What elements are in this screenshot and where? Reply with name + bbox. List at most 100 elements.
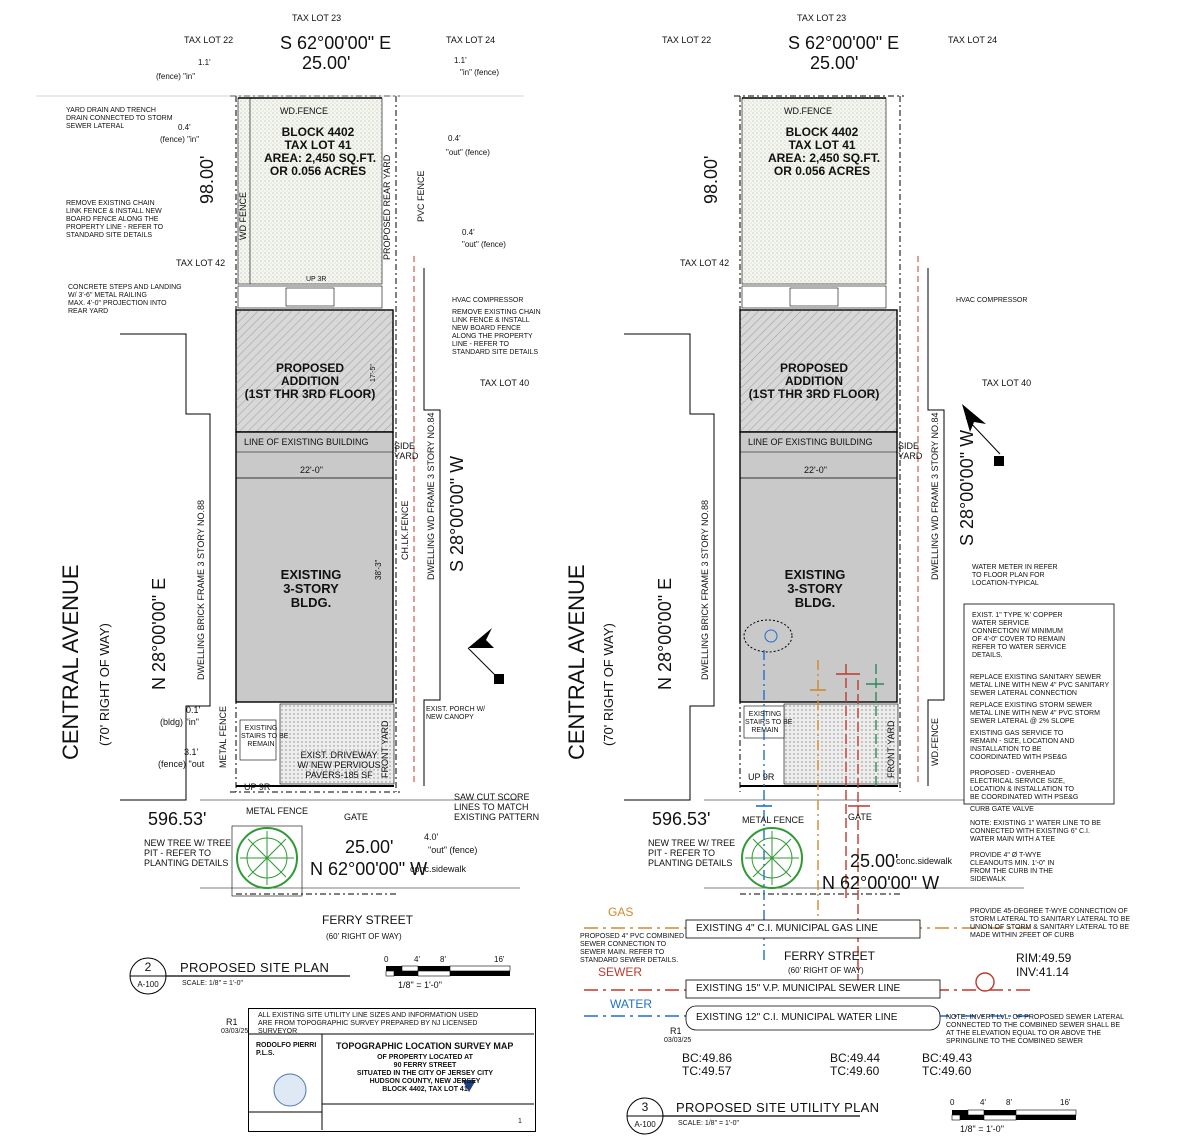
tax-lot-42-right: TAX LOT 42: [680, 258, 730, 268]
driveway-note-left: EXIST. DRIVEWAY W/ NEW PERVIOUS PAVERS-1…: [297, 750, 381, 780]
tax-lot-23-left: TAX LOT 23: [292, 13, 342, 23]
plan-sheet-left: A-100: [137, 980, 159, 989]
fence-in-04-label: (fence) "in": [160, 135, 200, 144]
gas-line-label: EXISTING 4" C.I. MUNICIPAL GAS LINE: [696, 923, 878, 934]
proposed-pvc-note: PROPOSED 4" PVC COMBINED SEWER CONNECTIO…: [580, 933, 685, 964]
tree-symbol: [231, 825, 303, 897]
metal-fence-left: METAL FENCE: [246, 806, 309, 816]
front-yard-right: FRONT YARD: [886, 720, 896, 778]
out-fence-04a-value: 0.4': [448, 134, 461, 143]
tax-lot-23-right: TAX LOT 23: [797, 13, 847, 23]
dim-383-left: 38'-3": [374, 559, 383, 580]
scale-8-left: 8': [440, 955, 446, 964]
distance-top-right: 25.00': [810, 53, 859, 73]
ferry-row-left: (60' RIGHT OF WAY): [326, 932, 402, 941]
rim-elevation: RIM:49.59: [1016, 951, 1072, 965]
scale-4-left: 4': [414, 955, 420, 964]
wd-fence-front-right: WD.FENCE: [930, 718, 940, 766]
porch-note-left: EXIST. PORCH W/ NEW CANOPY: [426, 706, 486, 721]
plan-title-right: PROPOSED SITE UTILITY PLAN: [676, 1100, 880, 1115]
out-fence-40-value: 4.0': [424, 832, 439, 842]
out-fence-04b-value: 0.4': [462, 228, 475, 237]
yard-drain-note: YARD DRAIN AND TRENCH DRAIN CONNECTED TO…: [66, 107, 173, 130]
plan-sheet-right: A-100: [634, 1120, 656, 1129]
dim-22-left: 22'-0": [300, 465, 323, 475]
plan-scale-right: SCALE: 1/8" = 1'-0": [678, 1120, 739, 1127]
bearing-right-right: S 28°00'00" W: [957, 429, 977, 546]
central-row-left: (70' RIGHT OF WAY): [97, 623, 112, 746]
note-sanitary: REPLACE EXISTING SANITARY SEWER METAL LI…: [970, 674, 1110, 697]
new-tree-note-right: NEW TREE W/ TREE PIT - REFER TO PLANTING…: [648, 838, 736, 868]
north-arrow-right: [962, 404, 1004, 466]
tax-lot-22-left: TAX LOT 22: [184, 35, 234, 45]
out-fence-04b-label: "out" (fence): [462, 240, 506, 249]
conc-sidewalk-left: conc.sidewalk: [410, 864, 467, 874]
line-existing-right: LINE OF EXISTING BUILDING: [748, 437, 873, 447]
metal-fence-side-left: METAL FENCE: [218, 705, 228, 768]
plan-number-left: 2: [144, 960, 152, 974]
bc1: BC:49.86: [682, 1051, 733, 1065]
bldg-in-value: 0.1': [186, 705, 201, 715]
central-avenue-right: CENTRAL AVENUE: [564, 564, 589, 760]
conc-sidewalk-right: conc.sidewalk: [896, 856, 953, 866]
right-plan: [584, 95, 1115, 1031]
survey-title: TOPOGRAPHIC LOCATION SURVEY MAP: [336, 1041, 514, 1051]
dist-596-right: 596.53': [652, 809, 711, 829]
note-cleanouts: PROVIDE 4" Ø T-WYE CLEANOUTS MIN. 1'-0" …: [970, 852, 1055, 883]
central-row-right: (70' RIGHT OF WAY): [601, 623, 616, 746]
proposed-addition-left: PROPOSED ADDITION (1ST THR 3RD FLOOR): [244, 361, 376, 401]
sewer-label: SEWER: [598, 965, 643, 979]
dwelling-left-label-right: DWELLING BRICK FRAME 3 STORY NO.88: [700, 499, 710, 680]
bearing-bottom-left: N 62°00'00" W: [310, 859, 428, 879]
chlk-fence-left: CH.LK.FENCE: [400, 500, 410, 560]
bearing-right-left: S 28°00'00" W: [447, 455, 467, 572]
existing-stairs-left: EXISTING STAIRS TO BE REMAIN: [241, 725, 288, 748]
scale-16-right: 16': [1060, 1098, 1071, 1107]
note-gas: EXISTING GAS SERVICE TO REMAIN - SIZE, L…: [970, 730, 1075, 761]
fence-out-31-value: 3.1': [184, 747, 199, 757]
dim-175-left: 17'-5": [370, 364, 377, 382]
up9r-left: UP 9R: [244, 782, 271, 792]
fence-in-label: (fence) "in": [156, 72, 196, 81]
up9r-right: UP 9R: [748, 772, 775, 782]
dist-bottom-left: 25.00': [345, 837, 394, 857]
pvc-fence: PVC FENCE: [416, 170, 426, 222]
existing-bldg-right: EXISTING 3-STORY BLDG.: [784, 567, 846, 610]
tax-lot-40-left: TAX LOT 40: [480, 378, 530, 388]
out-fence-40-label: "out" (fence): [428, 845, 478, 855]
gas-label: GAS: [608, 905, 634, 919]
title-block-lines: [248, 1033, 534, 1130]
dwelling-right-label-right: DWELLING WD FRAME 3 STORY NO.84: [930, 412, 940, 580]
side-yard-right: SIDE YARD: [898, 441, 923, 461]
tc1: TC:49.57: [682, 1064, 732, 1078]
out-fence-04a-label: "out" (fence): [446, 148, 490, 157]
scale-0-left: 0: [384, 955, 389, 964]
wd-fence-top-right: WD.FENCE: [784, 106, 832, 116]
note-invert: NOTE: INVERT LVL. OF PROPOSED SEWER LATE…: [946, 1014, 1125, 1045]
revision-r1-date-left: 03/03/25: [221, 1028, 249, 1035]
scale-label-right: 1/8" = 1'-0": [960, 1124, 1004, 1134]
curb-valve-note: CURB GATE VALVE: [970, 806, 1034, 813]
water-label: WATER: [610, 997, 652, 1011]
note-utilities: ALL EXISTING SITE UTILITY LINE SIZES AND…: [258, 1012, 479, 1035]
dwelling-left-label: DWELLING BRICK FRAME 3 STORY NO.88: [196, 499, 206, 680]
scale-0-right: 0: [950, 1098, 955, 1107]
fence-in-04-value: 0.4': [178, 123, 191, 132]
note-electric: PROPOSED - OVERHEAD ELECTRICAL SERVICE S…: [970, 770, 1079, 801]
note-water-main: NOTE: EXISTING 1" WATER LINE TO BE CONNE…: [970, 820, 1101, 843]
scale-16-left: 16': [494, 955, 505, 964]
dim-98-left: 98.00': [197, 155, 217, 204]
dist-596-left: 596.53': [148, 809, 207, 829]
new-tree-note-left: NEW TREE W/ TREE PIT - REFER TO PLANTING…: [144, 838, 232, 868]
bldg-in-label: (bldg) "in": [160, 717, 199, 727]
water-meter-note: WATER METER IN REFER TO FLOOR PLAN FOR L…: [972, 564, 1058, 587]
inv-elevation: INV:41.14: [1016, 965, 1069, 979]
wd-fence-side: WD FENCE: [238, 192, 248, 240]
left-plan: [36, 95, 524, 897]
bearing-bottom-right: N 62°00'00" W: [822, 873, 940, 893]
tc2: TC:49.60: [830, 1064, 880, 1078]
bearing-top-left: S 62°00'00" E: [280, 33, 392, 53]
scale-4-right: 4': [980, 1098, 986, 1107]
note-copper: EXIST. 1" TYPE 'K' COPPER WATER SERVICE …: [972, 612, 1067, 659]
dim-98-right: 98.00': [701, 155, 721, 204]
